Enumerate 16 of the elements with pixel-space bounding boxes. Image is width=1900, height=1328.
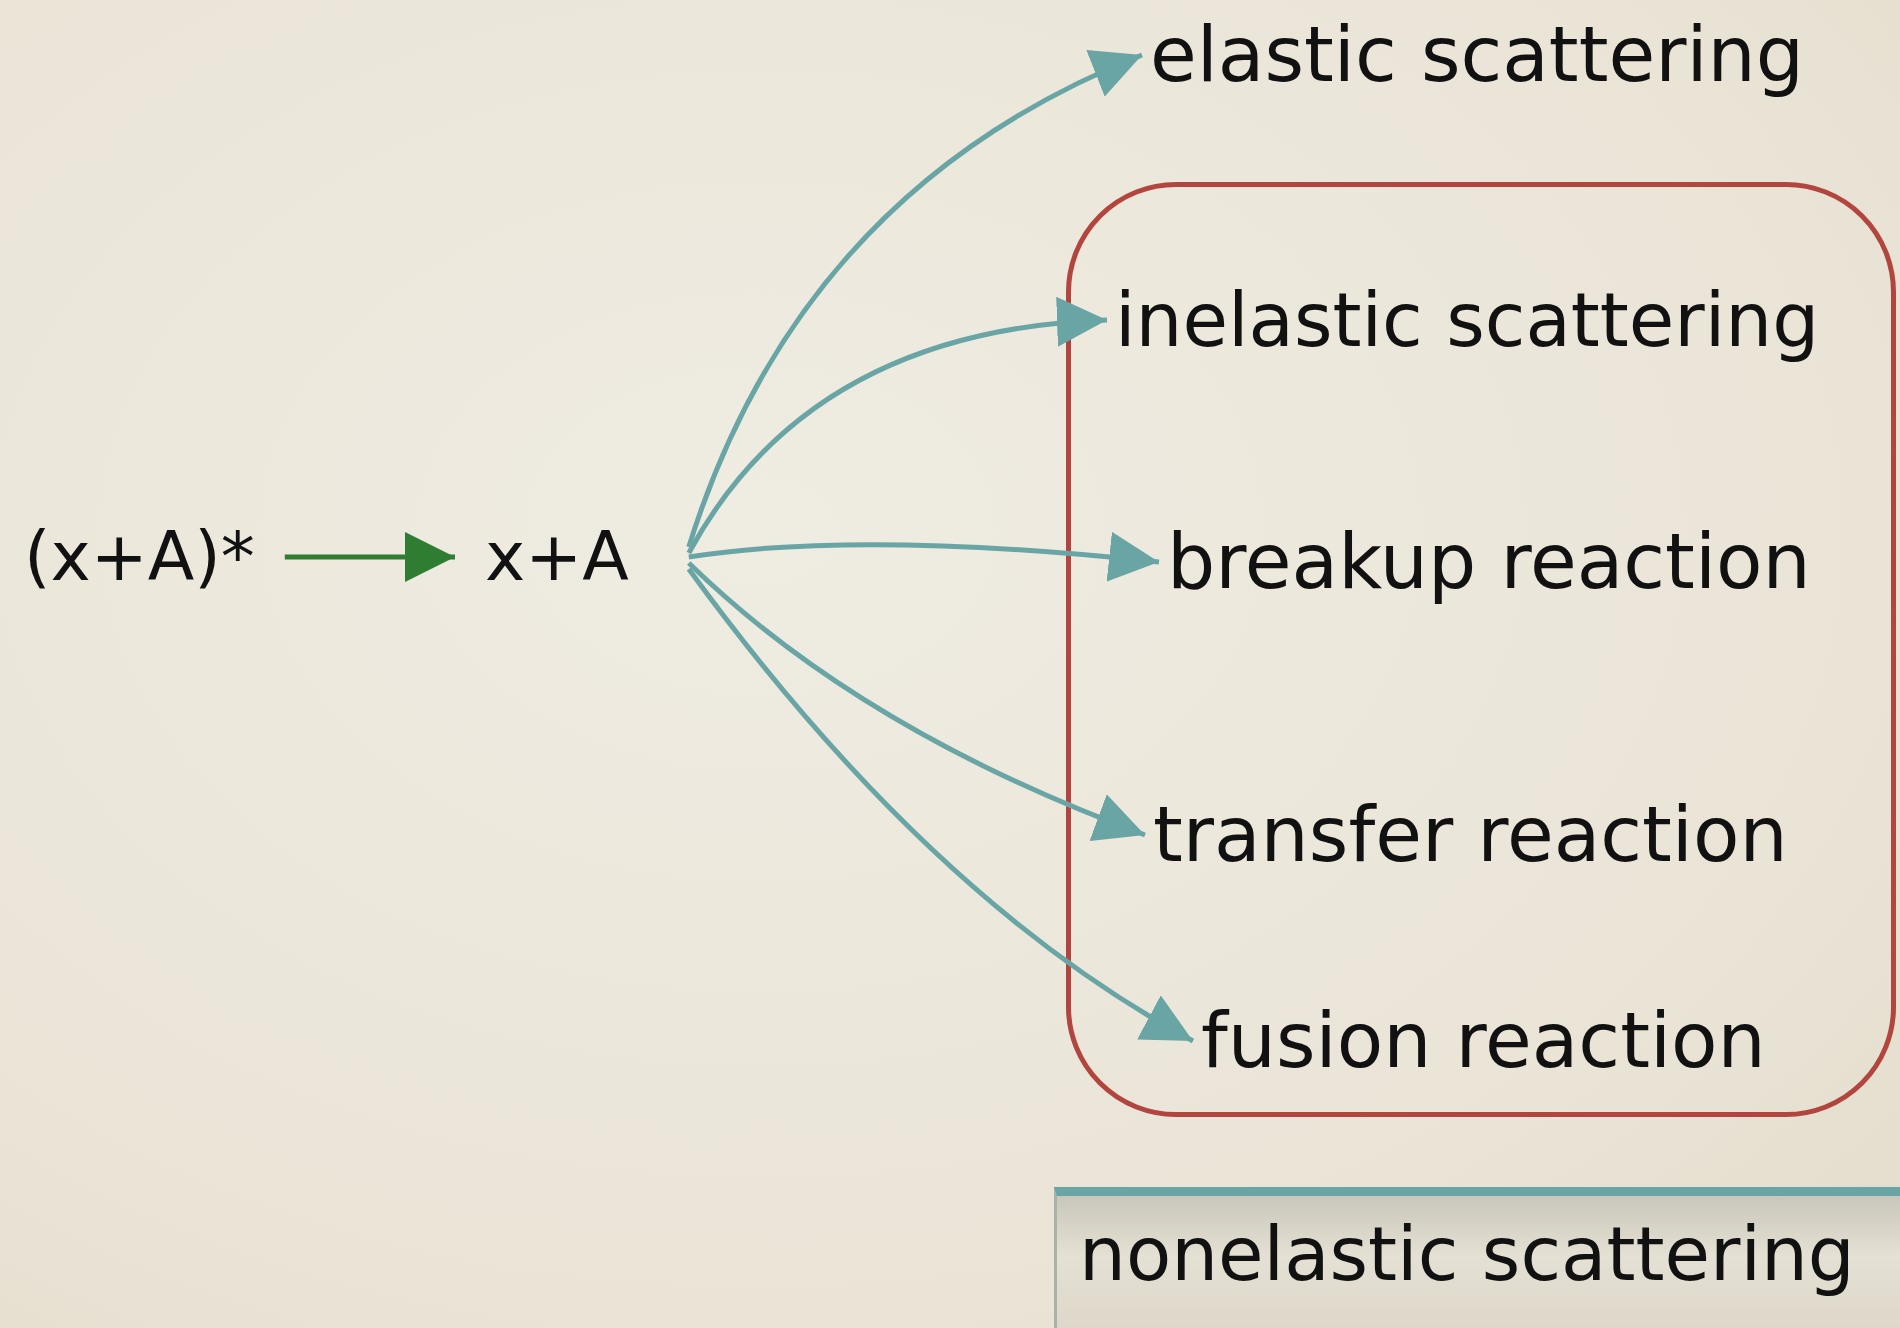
grouping-outline bbox=[1066, 182, 1896, 1117]
arrow bbox=[687, 561, 1146, 841]
formula-label: (x+A)* bbox=[24, 517, 255, 597]
arrow bbox=[688, 532, 1160, 582]
process-label: fusion reaction bbox=[1201, 1001, 1766, 1081]
label-panel bbox=[1054, 1187, 1900, 1328]
arrow bbox=[686, 567, 1195, 1044]
arrow bbox=[284, 532, 455, 582]
process-label: inelastic scattering bbox=[1115, 280, 1820, 360]
process-label: elastic scattering bbox=[1150, 15, 1804, 95]
panel-label: nonelastic scattering bbox=[1079, 1214, 1855, 1294]
process-label: breakup reaction bbox=[1167, 522, 1811, 602]
arrow bbox=[686, 51, 1143, 548]
formula-label: x+A bbox=[485, 517, 629, 597]
arrow bbox=[686, 298, 1108, 555]
process-label: transfer reaction bbox=[1153, 795, 1788, 875]
